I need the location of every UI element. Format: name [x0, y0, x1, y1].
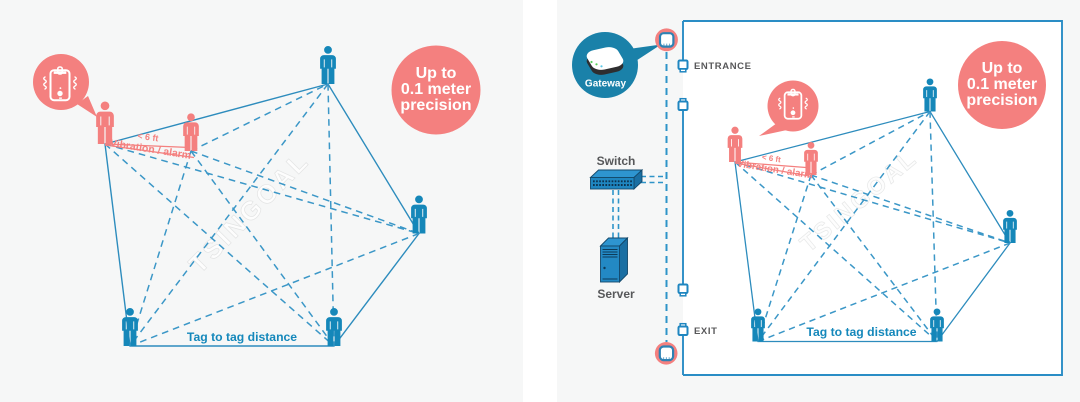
svg-text:ENTRANCE: ENTRANCE: [694, 61, 752, 72]
svg-text:0.1 meter: 0.1 meter: [967, 76, 1037, 93]
svg-text:Up to: Up to: [416, 65, 457, 82]
svg-text:Up to: Up to: [982, 60, 1023, 77]
svg-text:precision: precision: [400, 97, 471, 114]
svg-text:< 6 ft: < 6 ft: [137, 131, 159, 144]
svg-text:Switch: Switch: [597, 154, 636, 168]
svg-text:Gateway: Gateway: [585, 79, 627, 90]
svg-text:precision: precision: [966, 92, 1037, 109]
svg-text:0.1 meter: 0.1 meter: [401, 81, 471, 98]
svg-text:Tag to tag distance: Tag to tag distance: [187, 330, 297, 344]
svg-text:Tag to tag distance: Tag to tag distance: [806, 325, 916, 339]
svg-text:EXIT: EXIT: [694, 326, 718, 337]
svg-text:< 6 ft: < 6 ft: [761, 153, 781, 165]
svg-text:Server: Server: [597, 287, 635, 301]
